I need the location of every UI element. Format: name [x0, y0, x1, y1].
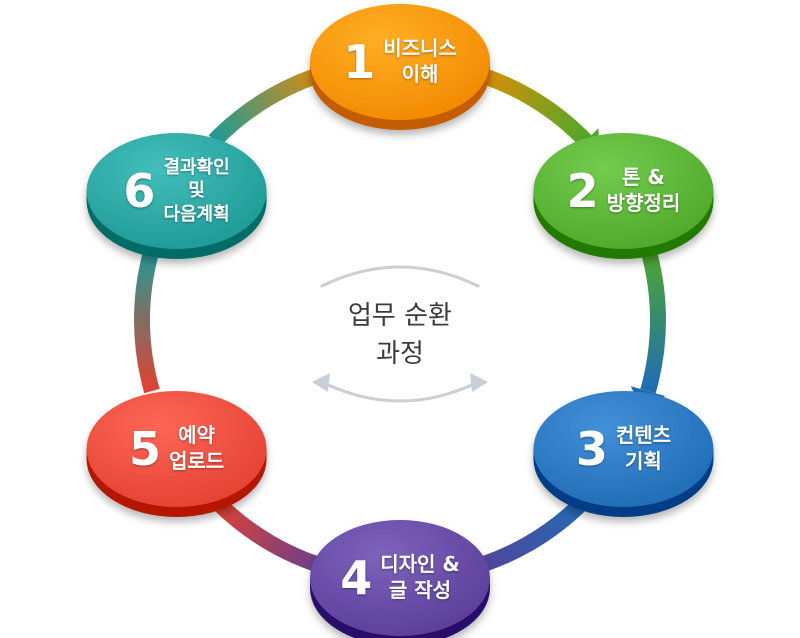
step-node-top-5	[86, 391, 267, 507]
center-title-line-1: 업무 순환	[348, 301, 452, 331]
step-node-top-3	[533, 391, 714, 507]
step-node-1	[310, 4, 490, 130]
center-cycle-arrows	[312, 265, 488, 403]
center-arrowhead-right	[470, 373, 488, 392]
center-arc-bottom	[320, 380, 480, 403]
process-nodes	[86, 4, 714, 638]
center-arrowhead-left	[312, 373, 330, 392]
center-title-line-2: 과정	[376, 338, 424, 369]
step-node-3	[533, 391, 714, 517]
center-arc-top	[320, 265, 480, 288]
step-node-top-1	[310, 4, 490, 120]
step-node-4	[310, 520, 490, 638]
step-node-2	[533, 133, 714, 259]
step-node-top-2	[533, 133, 714, 249]
cycle-arrow-5	[134, 246, 160, 394]
center-title: 업무 순환 과정	[300, 298, 500, 373]
cycle-arrow-2	[640, 246, 666, 394]
step-node-5	[86, 391, 267, 517]
step-node-top-6	[86, 133, 267, 249]
step-node-top-4	[310, 520, 490, 636]
step-node-6	[86, 133, 267, 259]
